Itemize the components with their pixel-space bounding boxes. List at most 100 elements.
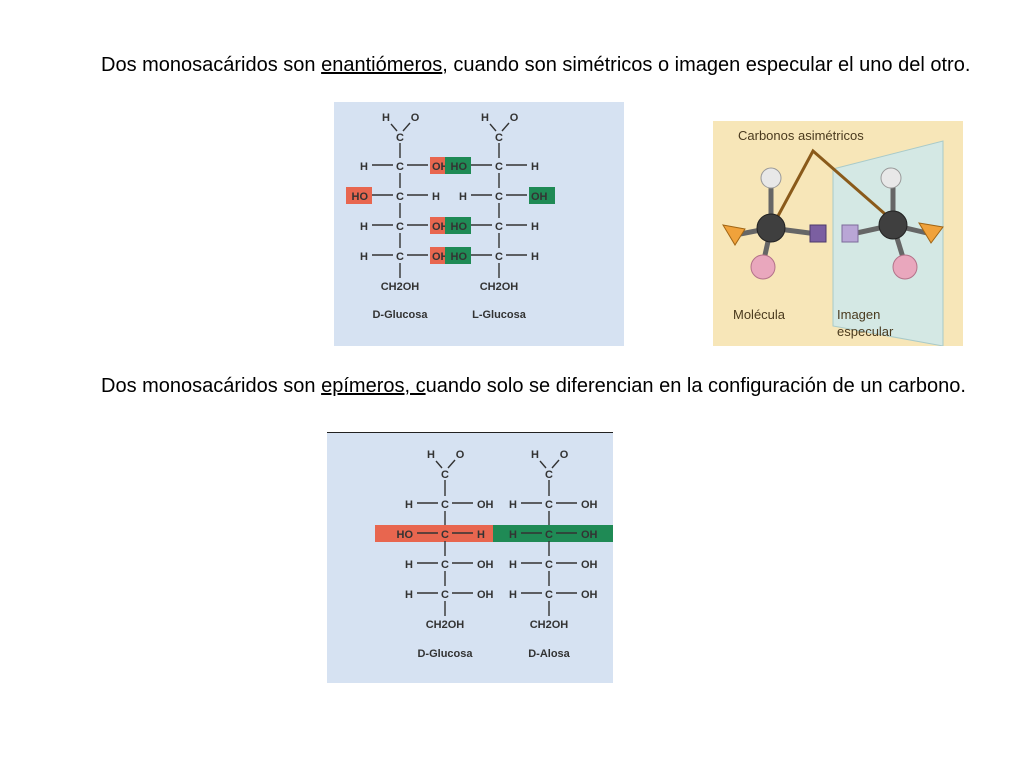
epi-right-caption: D-Alosa [528,648,570,660]
epi-right-left-group-3: H [509,559,517,571]
mirror-image-label-line1: Imagen [837,307,880,322]
epi-left-carbon-1: C [441,469,449,481]
d-glucose-left-right-group-1: OH [432,161,449,173]
epi-left-left-group-3: H [405,559,413,571]
l-glucose-right-left-group-2: H [459,191,467,203]
d-glucose-left-left-group-2: HO [352,191,369,203]
molecule-label: Molécula [733,307,786,322]
epi-left-carbon-5: C [441,589,449,601]
epi-left-right-group-4: OH [477,589,494,601]
l-glucose-right-left-highlight-3 [445,217,471,234]
left-carbon-atom [756,213,786,243]
p2-text-before: Dos monosacáridos son [101,375,322,397]
epi-right-row-highlight-2 [493,525,613,542]
epi-left-ch2oh: CH2OH [426,619,465,631]
epi-left-row-highlight-2 [375,525,517,542]
epi-left-left-group-1: H [405,499,413,511]
d-glucose-left-right-group-3: OH [432,221,449,233]
d-glucose-left-carbon-2: C [396,161,404,173]
left-pink-atom [750,254,776,280]
l-glucose-right-right-highlight-2 [529,187,555,204]
epi-left-caption: D-Glucosa [417,648,473,660]
right-pink-atom [892,254,918,280]
epi-right-right-group-4: OH [581,589,598,601]
d-glucose-left-bond-h [390,123,398,132]
epi-left-carbon-3: C [441,529,449,541]
right-orange-group [918,222,944,244]
l-glucose-right-bond-o [501,122,510,132]
pointer-lines [769,148,894,230]
l-glucose-right-left-highlight-1 [445,157,471,174]
epi-right-bond-o [551,459,560,469]
mirror-image-diagram: Carbonos asimétricos Molécula Imagen esp… [722,128,944,346]
mirror-image-figure: Carbonos asimétricos Molécula Imagen esp… [713,121,963,346]
d-glucose-left-carbon-4: C [396,221,404,233]
epi-right-carbon-1: C [545,469,553,481]
d-glucose-left-ch2oh: CH2OH [381,281,420,293]
epi-right-right-group-2: OH [581,529,598,541]
d-glucose-left-carbon-1: C [396,132,404,144]
l-glucose-right-carbon-1: C [495,132,503,144]
epi-left-carbon-2: C [441,499,449,511]
l-glucose-right-left-group-4: HO [451,251,468,263]
right-carbon-atom [878,210,908,240]
d-glucose-left-left-group-3: H [360,221,368,233]
d-glucose-left-left-highlight-2 [346,187,372,204]
epi-right-carbon-2: C [545,499,553,511]
l-glucose-right-bond-h [489,123,497,132]
epimer-definition: Dos monosacáridos son epímeros, cuando s… [101,373,971,400]
d-glucose-left-bond-o [402,122,411,132]
epi-left-bond-h [435,460,443,469]
l-glucose-right-carbon-3: C [495,191,503,203]
d-glucose-left-right-group-4: OH [432,251,449,263]
epi-right-carbon-5: C [545,589,553,601]
l-glucose-right-right-group-3: H [531,221,539,233]
d-glucose-left-left-group-1: H [360,161,368,173]
left-orange-group [722,224,746,246]
epi-left-aldehyde-h: H [427,449,435,461]
l-glucose-right-caption: L-Glucosa [472,309,527,321]
p1-text-after: , cuando son simétricos o imagen especul… [442,54,971,76]
epi-right-aldehyde-h: H [531,449,539,461]
right-white-atom [880,167,902,189]
l-glucose-right-left-group-1: HO [451,161,468,173]
l-glucose-right-left-group-3: HO [451,221,468,233]
epi-right-left-group-2: H [509,529,517,541]
epi-right-carbon-3: C [545,529,553,541]
epi-left-right-group-3: OH [477,559,494,571]
p1-text-before: Dos monosacáridos son [101,54,322,76]
p2-text-after: uando solo se diferencian en la configur… [425,375,966,397]
epi-left-left-group-4: H [405,589,413,601]
d-glucose-left-right-group-2: H [432,191,440,203]
epi-left-right-group-2: H [477,529,485,541]
d-glucose-left-carbon-5: C [396,251,404,263]
epi-right-left-group-1: H [509,499,517,511]
l-glucose-right-aldehyde-h: H [481,112,489,124]
epi-right-carbon-4: C [545,559,553,571]
l-glucose-right-aldehyde-o: O [510,112,519,124]
mirror-image-label-line2: especular [837,324,894,339]
term-epimers: epímeros, c [321,375,426,397]
epi-right-left-group-4: H [509,589,517,601]
d-glucose-left-carbon-3: C [396,191,404,203]
left-white-atom [760,167,782,189]
l-glucose-right-carbon-2: C [495,161,503,173]
term-enantiomers: enantiómeros [321,54,443,76]
l-glucose-right-right-group-1: H [531,161,539,173]
d-glucose-left-caption: D-Glucosa [372,309,428,321]
right-purple-group [841,224,859,243]
l-glucose-right-right-group-2: OH [531,191,548,203]
l-glucose-right-carbon-5: C [495,251,503,263]
d-glucose-left-aldehyde-o: O [411,112,420,124]
d-glucose-left-aldehyde-h: H [382,112,390,124]
epi-right-bond-h [539,460,547,469]
left-purple-group [809,224,827,243]
epi-left-bond-o [447,459,456,469]
epi-left-left-group-2: HO [397,529,414,541]
epi-left-aldehyde-o: O [456,449,465,461]
asymmetric-carbons-title: Carbonos asimétricos [738,128,864,143]
epi-right-right-group-3: OH [581,559,598,571]
